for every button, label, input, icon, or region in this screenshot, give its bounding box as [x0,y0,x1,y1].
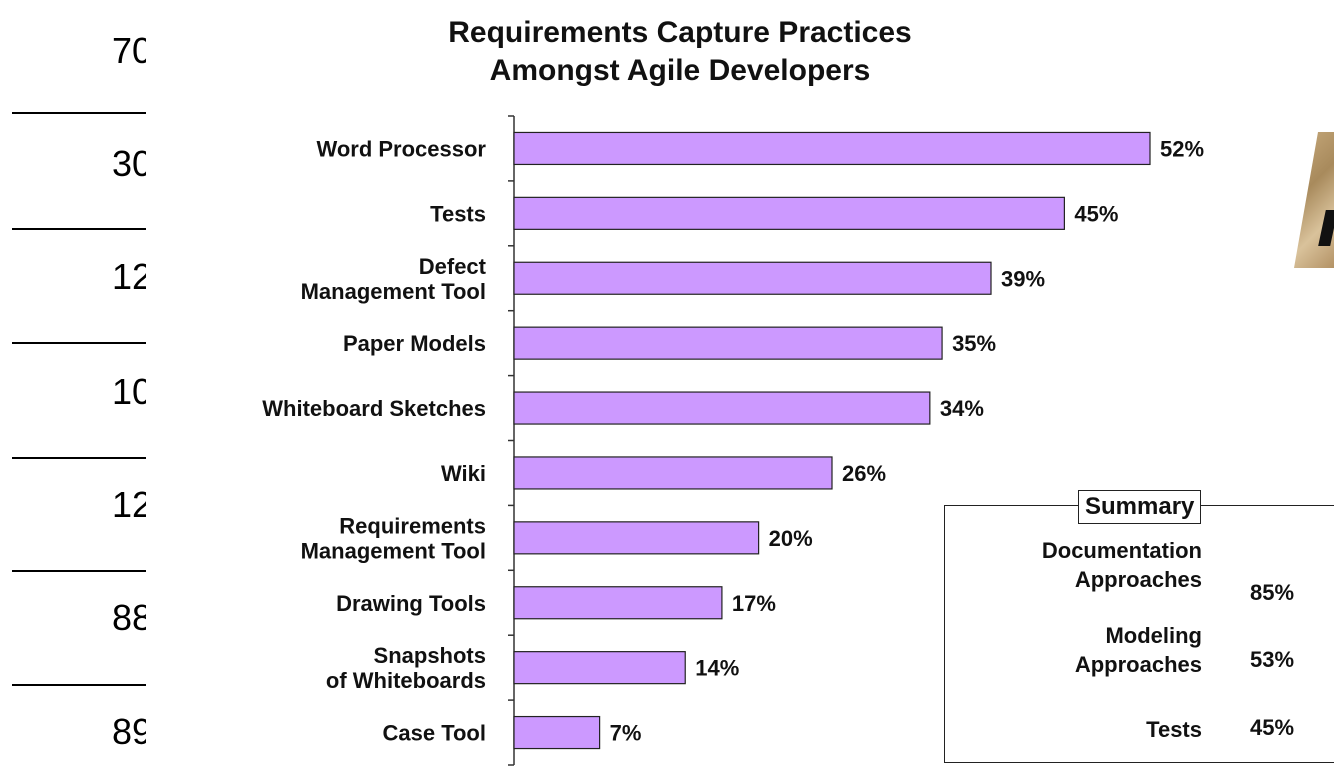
summary-label-line: Approaches [1074,567,1202,592]
data-label: 20% [769,526,813,551]
bar [513,261,992,295]
summary-row-value: 85% [1250,580,1295,605]
left-table-value: 88 [112,597,146,638]
category-label: Whiteboard Sketches [262,396,486,421]
data-label: 7% [610,721,642,746]
left-table-value: 30 [112,143,146,184]
data-label: 17% [732,591,776,616]
chart-title: Requirements Capture Practices Amongst A… [330,14,1030,90]
left-table-divider [12,228,150,230]
left-table-value: 12 [112,484,146,525]
category-label: Paper Models [343,331,486,356]
left-table-value: 10 [112,371,146,412]
category-label: Wiki [441,461,486,486]
left-table-divider [12,342,150,344]
summary-row-label: Tests [962,715,1202,744]
category-label: Case Tool [382,721,486,746]
data-label: 34% [940,396,984,421]
data-label: 45% [1074,201,1118,226]
summary-row-label: Modeling Approaches [962,621,1202,679]
chart-title-line: Requirements Capture Practices [448,16,912,49]
left-table-divider [12,112,150,114]
category-label-line: Drawing Tools [336,591,486,616]
data-label: 35% [952,331,996,356]
bar [513,131,1151,166]
category-label-line: Management Tool [301,538,486,563]
category-label: Word Processor [316,136,486,161]
category-label-line: Paper Models [343,331,486,356]
summary-label-line: Documentation [1041,538,1202,563]
category-label-line: of Whiteboards [326,668,486,693]
left-table-value: 12 [112,256,146,297]
bar [513,586,723,620]
category-label-line: Management Tool [301,279,486,304]
bar [513,391,931,425]
summary-title: Summary [1078,490,1202,524]
category-label-line: Defect [419,254,487,279]
category-label-line: Requirements [339,513,486,538]
category-label: Drawing Tools [336,591,486,616]
left-table-value: 89 [112,711,146,752]
summary-row-label: Documentation Approaches [962,536,1202,594]
category-label-line: Whiteboard Sketches [262,396,486,421]
bar [513,456,833,490]
bar [513,521,760,555]
bar [513,715,601,750]
left-crop-mask [146,0,160,767]
left-table-divider [12,457,150,459]
summary-row-value: 53% [1250,647,1295,672]
data-label: 52% [1160,136,1204,161]
category-label-line: Case Tool [382,721,486,746]
data-label: 14% [695,656,739,681]
summary-label-line: Modeling [1105,623,1202,648]
category-label-line: Snapshots [374,643,486,668]
data-label: 39% [1001,266,1045,291]
left-table-value: 70 [112,30,146,71]
bar [513,326,943,360]
category-label-line: Tests [430,201,486,226]
category-label: Tests [430,201,486,226]
bar [513,196,1065,230]
data-label: 26% [842,461,886,486]
bar [513,651,686,685]
category-label-line: Word Processor [316,136,486,161]
summary-label-line: Approaches [1074,652,1202,677]
summary-label-line: Tests [1146,717,1202,742]
chart-title-line: Amongst Agile Developers [489,54,871,87]
left-table-divider [12,684,150,686]
summary-row-value: 45% [1250,715,1295,740]
left-table-divider [12,570,150,572]
category-label-line: Wiki [441,461,486,486]
